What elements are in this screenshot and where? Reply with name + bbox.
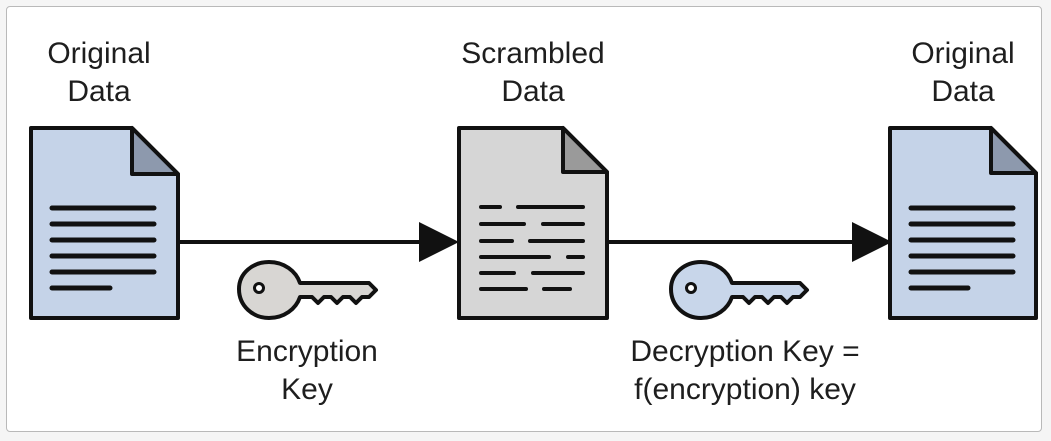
decryption-key-shape: [669, 260, 809, 320]
original-data-label-left-line1: Original: [47, 37, 151, 70]
decryption-key-label-line2: f(encryption) key: [634, 373, 856, 406]
restored-data-document-icon: [888, 126, 1038, 320]
encryption-key-shape: [237, 260, 378, 320]
encryption-key-icon: [237, 260, 378, 320]
middle-document-body: [457, 126, 609, 320]
original-data-label-left-line2: Data: [67, 75, 131, 108]
scrambled-data-label-line2: Data: [501, 75, 565, 108]
decryption-key-icon: [669, 260, 809, 320]
decryption-key-hole: [685, 282, 697, 294]
original-data-label-right-line2: Data: [931, 75, 995, 108]
original-data-label-right: Original Data: [888, 35, 1038, 111]
decryption-key-label: Decryption Key = f(encryption) key: [590, 333, 900, 409]
left-document-fold: [130, 126, 180, 176]
right-document-fold: [989, 126, 1038, 175]
original-data-document-icon: [29, 126, 180, 320]
middle-document-fold: [561, 126, 609, 174]
scrambled-data-label: Scrambled Data: [433, 35, 633, 111]
original-data-label-right-line1: Original: [911, 37, 1015, 70]
encryption-key-label: Encryption Key: [207, 333, 407, 409]
scrambled-data-document-icon: [457, 126, 609, 320]
encryption-key-label-line1: Encryption: [236, 335, 378, 368]
encryption-key-label-line2: Key: [281, 373, 333, 406]
decryption-key-label-line1: Decryption Key =: [630, 335, 860, 368]
encryption-key-hole: [253, 282, 265, 294]
scrambled-data-label-line1: Scrambled: [461, 37, 605, 70]
original-data-label-left: Original Data: [24, 35, 174, 111]
